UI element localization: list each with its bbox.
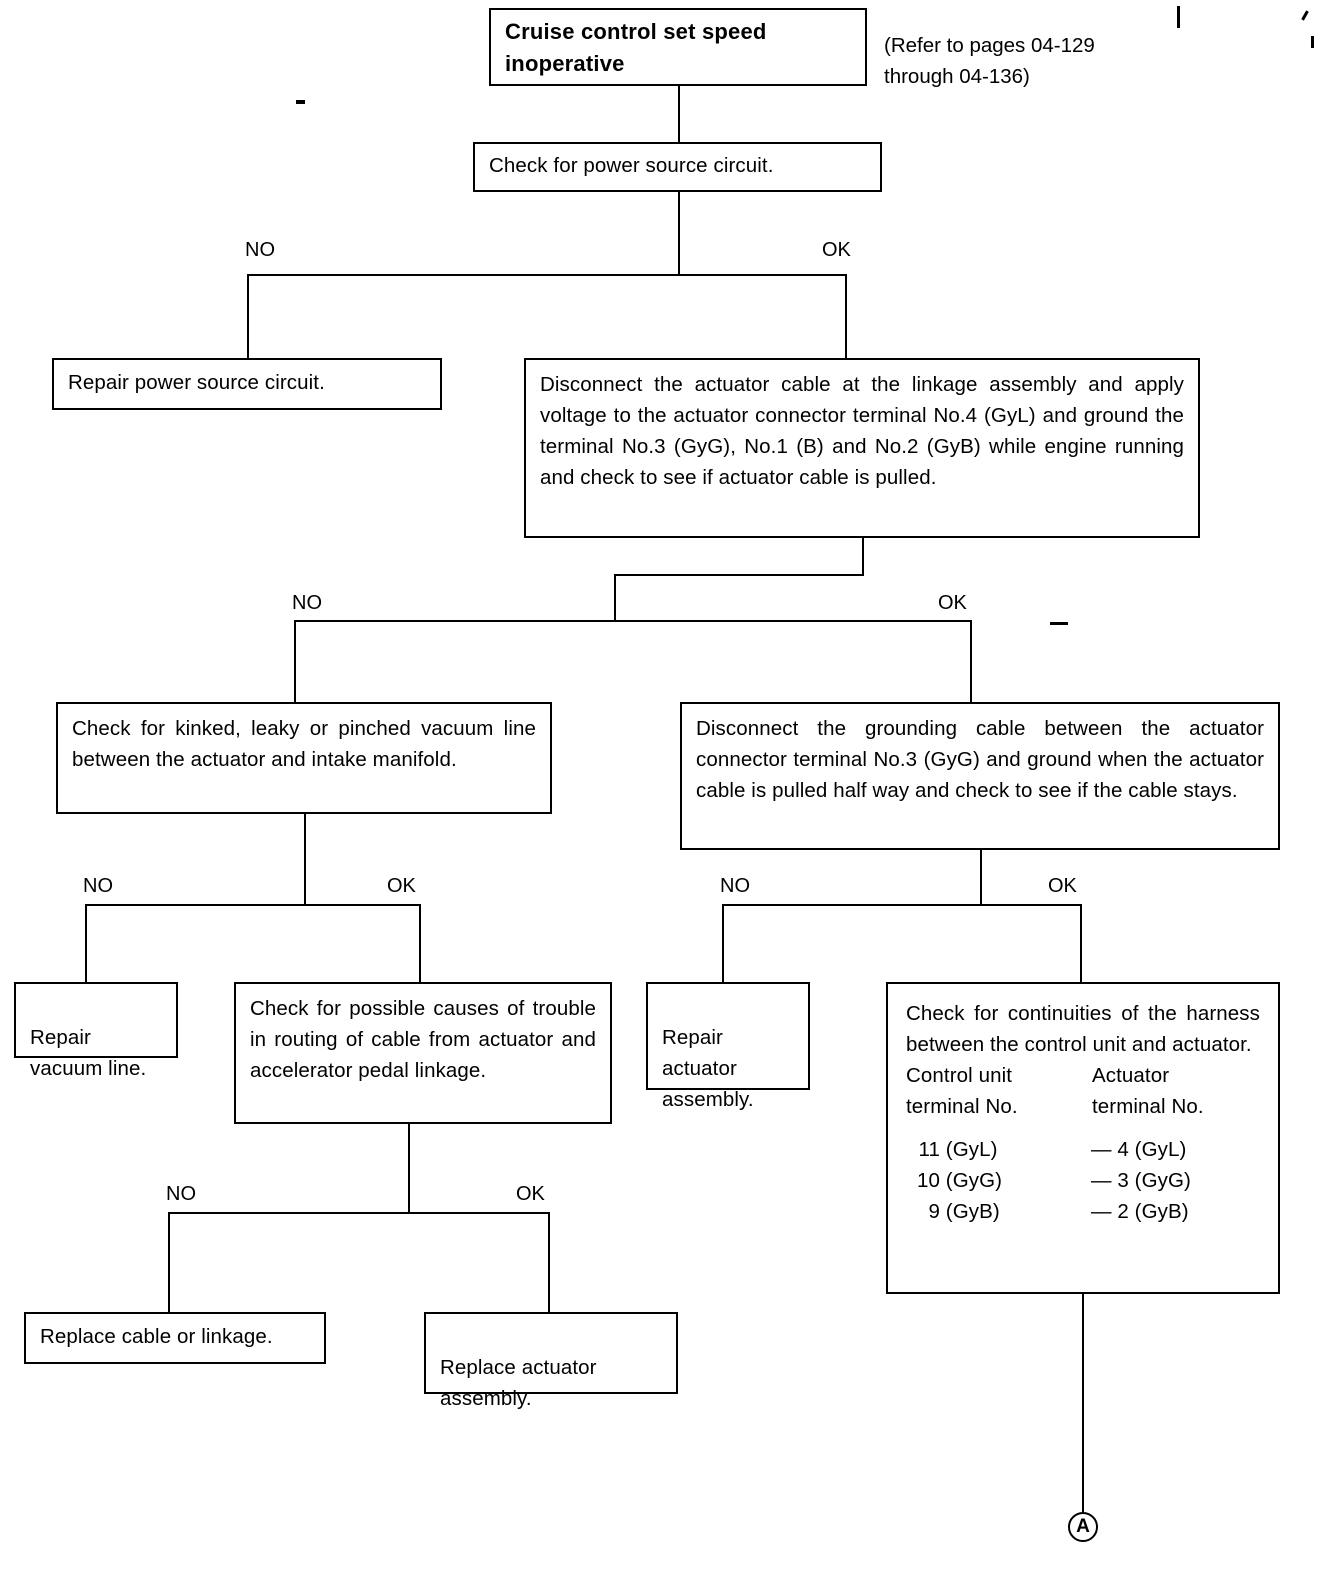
continuity-row-actuator: — 3 (GyG) — [1090, 1169, 1191, 1192]
connector-grounding-check-stem — [980, 850, 982, 904]
branch-level2-no-drop — [294, 620, 296, 702]
scan-speck — [1311, 36, 1314, 48]
node-repair-actuator: Repair actuator assembly. — [646, 982, 810, 1111]
node-start-label: Cruise control set speed inoperative — [505, 19, 767, 76]
branch-label-level3-right-no: NO — [720, 875, 750, 897]
node-replace-cable-label: Replace cable or linkage. — [40, 1325, 273, 1348]
scan-speck — [1301, 10, 1309, 21]
node-vacuum-check: Check for kinked, leaky or pinched vacuu… — [56, 702, 552, 814]
node-continuity-check: Check for continuities of the harness be… — [886, 982, 1280, 1294]
node-grounding-check-label: Disconnect the grounding cable between t… — [696, 717, 1264, 802]
connector-continuity-to-a — [1082, 1294, 1084, 1512]
node-repair-actuator-label: Repair actuator assembly. — [662, 1026, 754, 1111]
continuity-row-actuator: — 2 (GyB) — [1090, 1200, 1189, 1223]
connector-a-circle: A — [1068, 1512, 1098, 1542]
node-repair-power-label: Repair power source circuit. — [68, 371, 325, 394]
branch-bar-level5 — [168, 1212, 548, 1214]
connector-check-power-stem — [678, 192, 680, 274]
continuity-row-control-wire: (GyL) — [945, 1138, 998, 1161]
continuity-row-control: 10 (GyG) — [906, 1165, 1091, 1196]
branch-level1-no-drop — [247, 274, 249, 360]
continuity-col2-header: Actuator terminal No. — [1092, 1064, 1204, 1118]
continuity-col1-header: Control unit terminal No. — [906, 1064, 1018, 1118]
branch-label-level3-left-no: NO — [83, 875, 113, 897]
branch-bar-level2 — [294, 620, 970, 622]
node-check-power-label: Check for power source circuit. — [489, 154, 774, 177]
continuity-table-spacer — [906, 1122, 1260, 1134]
node-start: Cruise control set speed inoperative — [489, 8, 867, 86]
branch-bar-level1 — [247, 274, 845, 276]
branch-level3-right-no-drop — [722, 904, 724, 982]
branch-level3-right-ok-drop — [1080, 904, 1082, 982]
continuity-row-control-number: 9 — [928, 1200, 940, 1223]
branch-label-level1-ok: OK — [822, 239, 851, 261]
branch-level3-left-ok-drop — [419, 904, 421, 982]
node-vacuum-check-label: Check for kinked, leaky or pinched vacuu… — [72, 717, 536, 771]
scan-speck — [296, 100, 305, 104]
scan-speck — [1177, 6, 1180, 28]
node-routing-check: Check for possible causes of trouble in … — [234, 982, 612, 1124]
node-replace-actuator-label: Replace actuator assembly. — [440, 1356, 597, 1410]
branch-bar-level3-right — [722, 904, 1080, 906]
branch-label-level5-ok: OK — [516, 1183, 545, 1205]
continuity-row-control-number: 10 — [916, 1169, 940, 1192]
continuity-row: 10 (GyG) — 3 (GyG) — [906, 1165, 1260, 1196]
branch-level5-ok-drop — [548, 1212, 550, 1312]
branch-label-level2-ok: OK — [938, 592, 967, 614]
scan-speck — [1050, 622, 1068, 625]
connector-vacuum-check-stem — [304, 814, 306, 904]
branch-label-level2-no: NO — [292, 592, 322, 614]
branch-bar-level3-left — [85, 904, 419, 906]
node-actuator-test-label: Disconnect the actuator cable at the lin… — [540, 373, 1184, 489]
node-replace-actuator: Replace actuator assembly. — [424, 1312, 678, 1410]
branch-label-level5-no: NO — [166, 1183, 196, 1205]
connector-actuator-test-jog-drop — [614, 574, 616, 620]
continuity-row: 9 (GyB) — 2 (GyB) — [906, 1196, 1260, 1227]
node-replace-cable: Replace cable or linkage. — [24, 1312, 326, 1364]
continuity-table-header: Control unit terminal No. Actuator termi… — [906, 1060, 1260, 1122]
branch-label-level3-left-ok: OK — [387, 875, 416, 897]
branch-label-level1-no: NO — [245, 239, 275, 261]
continuity-row-control-wire: (GyG) — [945, 1169, 1003, 1192]
node-repair-vacuum-label: Repair vacuum line. — [30, 1026, 147, 1080]
branch-level5-no-drop — [168, 1212, 170, 1312]
node-repair-vacuum: Repair vacuum line. — [14, 982, 178, 1080]
node-grounding-check: Disconnect the grounding cable between t… — [680, 702, 1280, 850]
branch-level2-ok-drop — [970, 620, 972, 702]
connector-actuator-test-stem — [862, 538, 864, 574]
connector-actuator-test-jog — [614, 574, 864, 576]
branch-level3-left-no-drop — [85, 904, 87, 982]
continuity-row-control-wire: (GyB) — [945, 1200, 1000, 1223]
branch-level1-ok-drop — [845, 274, 847, 360]
node-actuator-test: Disconnect the actuator cable at the lin… — [524, 358, 1200, 538]
continuity-row-control: 11 (GyL) — [906, 1134, 1091, 1165]
continuity-row-control: 9 (GyB) — [906, 1196, 1091, 1227]
continuity-instruction: Check for continuities of the harness be… — [906, 1002, 1260, 1056]
node-repair-power: Repair power source circuit. — [52, 358, 442, 410]
continuity-row: 11 (GyL) — 4 (GyL) — [906, 1134, 1260, 1165]
connector-a-label: A — [1076, 1516, 1090, 1537]
continuity-row-actuator: — 4 (GyL) — [1090, 1138, 1187, 1161]
connector-routing-check-stem — [408, 1124, 410, 1212]
node-check-power: Check for power source circuit. — [473, 142, 882, 192]
connector-start-to-check-power — [678, 86, 680, 142]
node-routing-check-label: Check for possible causes of trouble in … — [250, 997, 596, 1082]
reference-note: (Refer to pages 04-129 through 04-136) — [884, 34, 1095, 88]
continuity-row-control-number: 11 — [918, 1138, 940, 1161]
branch-label-level3-right-ok: OK — [1048, 875, 1077, 897]
